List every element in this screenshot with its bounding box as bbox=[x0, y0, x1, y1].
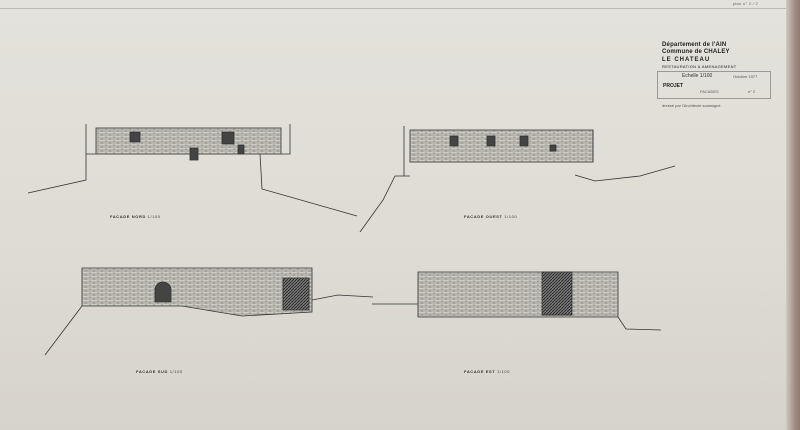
building-name: LE CHATEAU bbox=[662, 57, 711, 63]
caption-facade-2: FACADE OUEST 1/100 bbox=[464, 214, 518, 219]
sheet-reference: plan n° 2 / 2 bbox=[732, 1, 758, 6]
title-block: Département de l'AIN Commune de CHALEY L… bbox=[662, 42, 772, 69]
sheet-edge bbox=[786, 0, 800, 430]
department: Département de l'AIN bbox=[662, 42, 727, 48]
commune: Commune de CHALEY bbox=[662, 49, 730, 55]
sheet-number: n° 2 bbox=[748, 89, 756, 94]
scale: Echelle 1/100 bbox=[682, 73, 713, 79]
elevation-east bbox=[372, 271, 662, 331]
caption-facade-1: FACADE NORD 1/100 bbox=[110, 214, 161, 219]
elevation-south bbox=[44, 267, 374, 356]
caption-facade-4: FACADE EST 1/100 bbox=[464, 369, 511, 374]
elevation-west bbox=[359, 126, 676, 233]
elevation-north bbox=[27, 124, 358, 217]
title-box bbox=[657, 71, 771, 99]
top-border-line bbox=[0, 8, 786, 9]
architect-note: dressé par l'Architecte soussigné bbox=[662, 103, 721, 108]
caption-facade-3: FACADE SUD 1/100 bbox=[136, 369, 183, 374]
sheet-title: FACADES bbox=[700, 89, 719, 94]
date: Octobre 1977 bbox=[733, 74, 758, 79]
subtitle: RESTAURATION & AMENAGEMENT bbox=[662, 64, 737, 69]
phase: PROJET bbox=[663, 83, 684, 89]
